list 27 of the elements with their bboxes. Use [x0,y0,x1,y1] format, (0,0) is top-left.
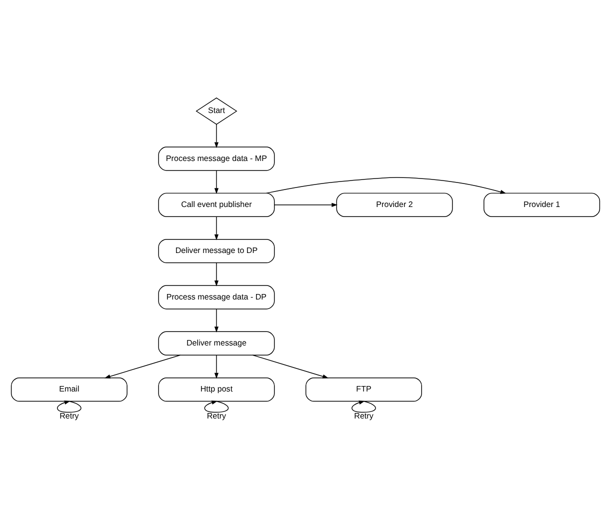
arrow [57,400,82,413]
node-box: FTP [306,377,422,402]
arrow [352,400,376,413]
arrow [252,354,328,378]
arrow [214,354,219,379]
arrow [214,216,219,240]
node-diamond: Start [196,98,238,125]
arrow [204,400,229,413]
edge-label: Retry [354,412,374,421]
arrow [214,124,219,148]
node-box: Http post [158,377,275,402]
node-box: Process message data - DP [158,285,275,310]
node-box: Deliver message [158,331,275,356]
edge-label: Retry [206,412,226,421]
node-box: Email [10,377,128,402]
arrow [274,202,338,207]
arrow [214,170,219,194]
arrow [214,262,219,286]
node-box: Call event publisher [158,192,275,217]
node-box: Deliver message to DP [158,238,275,264]
node-box: Provider 2 [336,192,453,217]
edge-label: Retry [60,412,79,421]
arrow [104,354,181,378]
node-box: Provider 1 [484,192,600,217]
arrow [214,308,219,333]
node-box: Process message data - MP [158,146,275,171]
arrow [266,177,506,194]
